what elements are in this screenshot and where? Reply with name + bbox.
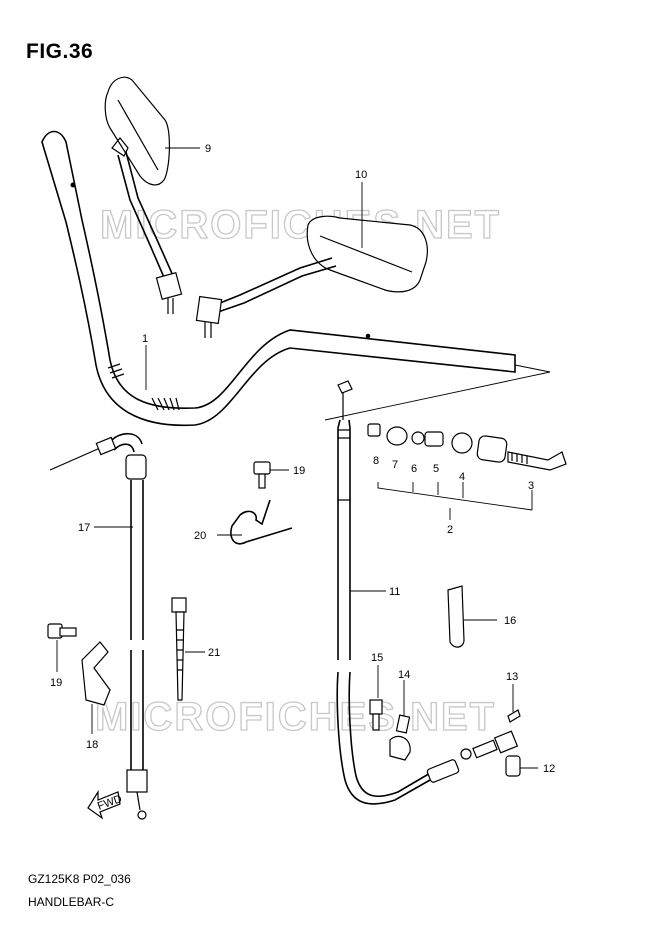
fwd-label: FWD bbox=[96, 793, 124, 813]
clutch-cable bbox=[49, 432, 148, 820]
callout-10: 10 bbox=[355, 169, 367, 181]
callout-16: 16 bbox=[504, 615, 516, 627]
callout-5: 5 bbox=[433, 463, 439, 475]
callout-9: 9 bbox=[205, 143, 211, 155]
watermark-top: MICROFICHES.NET bbox=[100, 203, 501, 247]
figure-title: FIG.36 bbox=[26, 40, 94, 63]
callout-8: 8 bbox=[373, 455, 379, 467]
throttle-cable bbox=[336, 380, 519, 805]
callout-3: 3 bbox=[528, 480, 534, 492]
callout-19-right: 19 bbox=[293, 465, 305, 477]
bar-end-weight-assembly bbox=[367, 423, 567, 520]
part-5-spacer bbox=[424, 431, 444, 447]
diagram-name: HANDLEBAR-C bbox=[28, 895, 115, 909]
callout-11: 11 bbox=[389, 586, 400, 598]
callout-2: 2 bbox=[447, 524, 453, 536]
part-19-bolt-right bbox=[253, 461, 271, 475]
part-16-bracket bbox=[447, 585, 465, 648]
watermark-bottom: MICROFICHES.NET bbox=[95, 695, 496, 739]
part-20-clip bbox=[230, 499, 293, 545]
part-clevis bbox=[493, 730, 519, 754]
part-4-collar bbox=[451, 432, 473, 454]
callout-4: 4 bbox=[459, 471, 465, 483]
callout-19-left: 19 bbox=[50, 677, 62, 689]
mirror-left bbox=[104, 76, 183, 314]
part-12-pin bbox=[505, 755, 521, 777]
diagram-code: GZ125K8 P02_036 bbox=[28, 872, 131, 886]
callout-7: 7 bbox=[392, 459, 398, 471]
callout-6: 6 bbox=[411, 463, 417, 475]
callout-14: 14 bbox=[398, 669, 410, 681]
part-18-bracket bbox=[81, 641, 111, 706]
callout-17: 17 bbox=[78, 522, 90, 534]
callout-21: 21 bbox=[208, 647, 220, 659]
part-3-weight bbox=[476, 435, 508, 463]
callout-20: 20 bbox=[194, 530, 206, 542]
callout-1: 1 bbox=[142, 333, 148, 345]
callout-18: 18 bbox=[86, 739, 98, 751]
part-7-collar bbox=[386, 426, 408, 446]
callout-13: 13 bbox=[506, 671, 518, 683]
callout-15: 15 bbox=[371, 652, 383, 664]
mirror-right bbox=[195, 215, 428, 338]
callout-12: 12 bbox=[543, 763, 555, 775]
handlebar bbox=[41, 130, 516, 427]
fwd-arrow-icon: FWD bbox=[87, 789, 124, 820]
part-14-clamp bbox=[389, 735, 411, 761]
part-21-tie-head bbox=[171, 597, 187, 613]
part-15-bolt bbox=[369, 699, 383, 715]
part-8-nut bbox=[367, 423, 381, 437]
part-13-clip bbox=[507, 709, 521, 723]
part-6-washer bbox=[411, 431, 425, 445]
